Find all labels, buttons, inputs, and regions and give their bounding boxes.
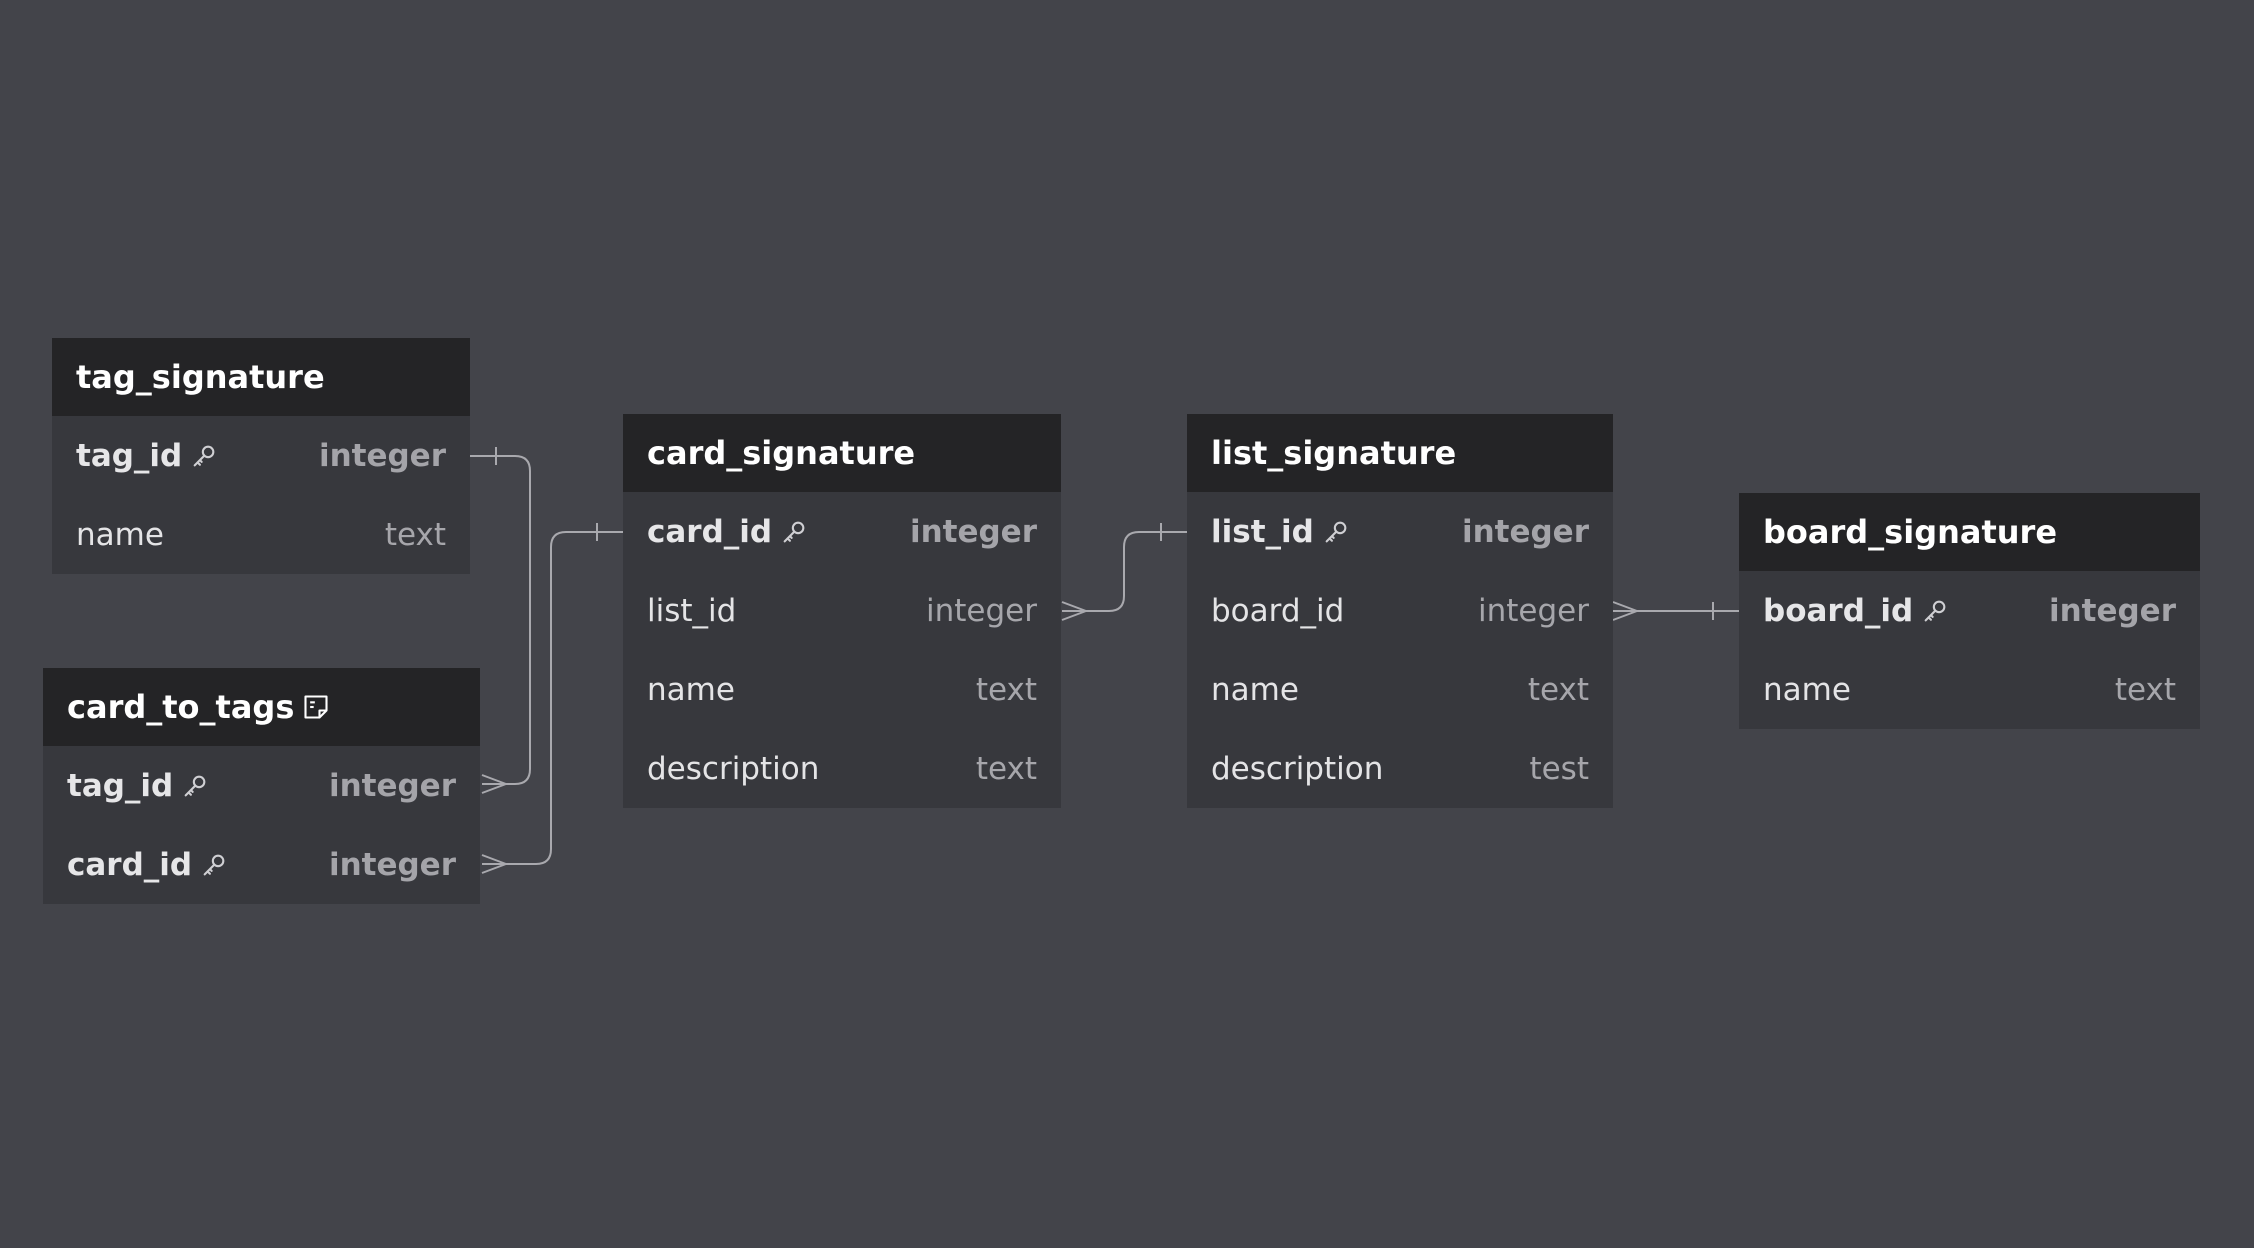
table-header[interactable]: tag_signature — [52, 338, 470, 416]
column-name: card_id — [67, 846, 193, 883]
column-type: integer — [328, 846, 456, 883]
table-tag-signature[interactable]: tag_signature tag_id integer name text — [52, 338, 470, 574]
column-name: name — [1211, 671, 1299, 708]
edge-card-list-id[interactable] — [1061, 523, 1187, 621]
column-type: integer — [1461, 513, 1589, 550]
key-icon — [190, 442, 218, 470]
column-row-card-id[interactable]: card_id integer — [623, 492, 1061, 571]
table-header[interactable]: board_signature — [1739, 493, 2200, 571]
column-type: text — [384, 516, 446, 553]
table-header[interactable]: list_signature — [1187, 414, 1613, 492]
column-type: test — [1529, 750, 1589, 787]
table-title: list_signature — [1211, 434, 1457, 472]
column-row-list-id[interactable]: list_id integer — [623, 571, 1061, 650]
column-name: list_id — [1211, 513, 1314, 550]
column-name: description — [1211, 750, 1384, 787]
column-row-name[interactable]: name text — [52, 495, 470, 574]
table-card-to-tags[interactable]: card_to_tags tag_id integer card_id inte… — [43, 668, 480, 904]
column-type: integer — [328, 767, 456, 804]
column-type: text — [975, 671, 1037, 708]
key-icon — [780, 518, 808, 546]
column-name: name — [76, 516, 164, 553]
column-name: name — [1763, 671, 1851, 708]
key-icon — [1921, 597, 1949, 625]
key-icon — [1322, 518, 1350, 546]
column-type: integer — [2048, 592, 2176, 629]
column-type: text — [2114, 671, 2176, 708]
column-name: name — [647, 671, 735, 708]
key-icon — [200, 851, 228, 879]
column-type: integer — [1478, 592, 1589, 629]
column-row-list-id[interactable]: list_id integer — [1187, 492, 1613, 571]
column-row-description[interactable]: description test — [1187, 729, 1613, 808]
edge-card-to-tags-tag-id[interactable] — [470, 447, 531, 794]
column-name: board_id — [1211, 592, 1345, 629]
table-list-signature[interactable]: list_signature list_id integer board_id … — [1187, 414, 1613, 808]
column-type: text — [1527, 671, 1589, 708]
edge-list-board-id[interactable] — [1612, 601, 1739, 621]
column-name: list_id — [647, 592, 737, 629]
column-row-tag-id[interactable]: tag_id integer — [52, 416, 470, 495]
table-header[interactable]: card_to_tags — [43, 668, 480, 746]
edge-card-to-tags-card-id[interactable] — [481, 523, 623, 874]
column-type: integer — [926, 592, 1037, 629]
column-row-name[interactable]: name text — [1739, 650, 2200, 729]
column-row-name[interactable]: name text — [1187, 650, 1613, 729]
table-board-signature[interactable]: board_signature board_id integer name te… — [1739, 493, 2200, 729]
column-name: board_id — [1763, 592, 1914, 629]
column-row-board-id[interactable]: board_id integer — [1739, 571, 2200, 650]
table-title: card_to_tags — [67, 688, 295, 726]
column-type: integer — [318, 437, 446, 474]
column-name: description — [647, 750, 820, 787]
column-row-tag-id[interactable]: tag_id integer — [43, 746, 480, 825]
column-row-description[interactable]: description text — [623, 729, 1061, 808]
note-icon — [302, 693, 330, 721]
column-name: card_id — [647, 513, 773, 550]
column-name: tag_id — [76, 437, 183, 474]
column-row-name[interactable]: name text — [623, 650, 1061, 729]
column-row-card-id[interactable]: card_id integer — [43, 825, 480, 904]
column-name: tag_id — [67, 767, 174, 804]
table-title: tag_signature — [76, 358, 325, 396]
key-icon — [181, 772, 209, 800]
table-title: card_signature — [647, 434, 916, 472]
column-row-board-id[interactable]: board_id integer — [1187, 571, 1613, 650]
table-card-signature[interactable]: card_signature card_id integer list_id i… — [623, 414, 1061, 808]
column-type: text — [975, 750, 1037, 787]
table-title: board_signature — [1763, 513, 2058, 551]
table-header[interactable]: card_signature — [623, 414, 1061, 492]
column-type: integer — [909, 513, 1037, 550]
